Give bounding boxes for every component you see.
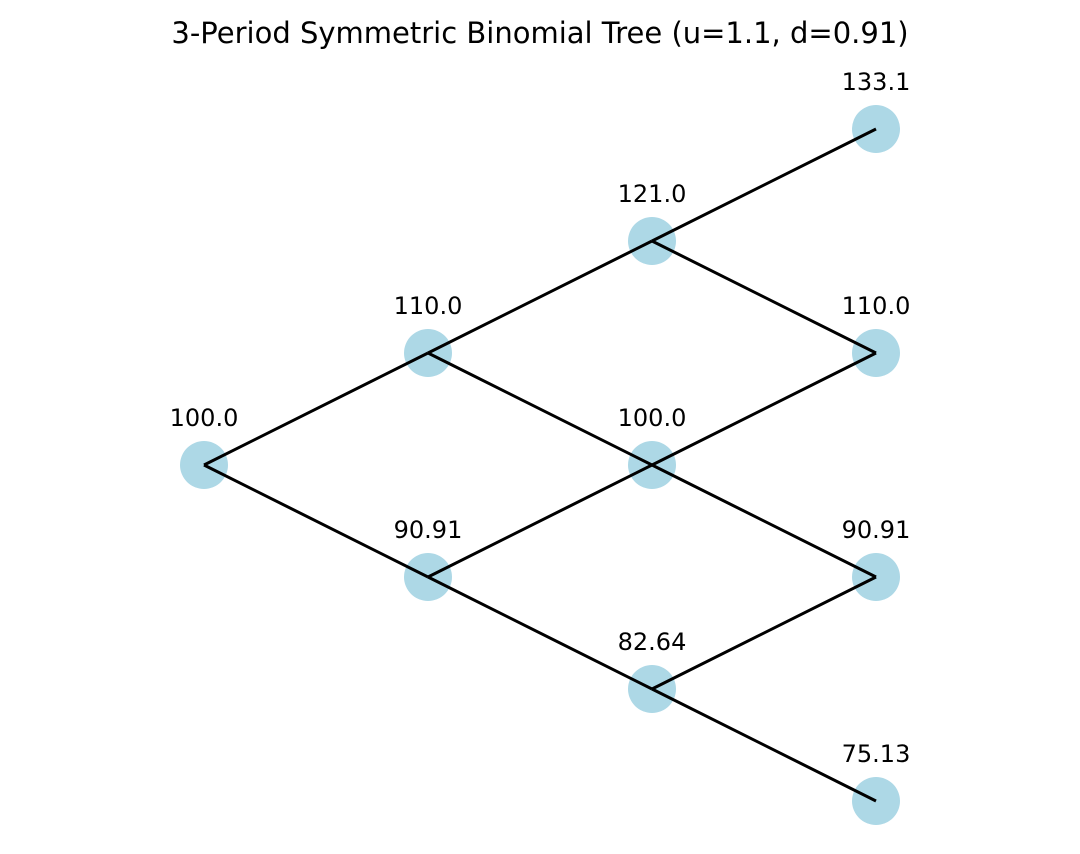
tree-edge	[427, 575, 653, 691]
tree-edge	[427, 239, 653, 355]
node-value-label: 110.0	[842, 292, 911, 320]
edges-layer	[203, 127, 877, 803]
node-value-label: 110.0	[394, 292, 463, 320]
tree-edge	[651, 239, 877, 355]
tree-edge	[651, 463, 877, 579]
labels-layer: 100.0 110.0 90.91 121.0 100.0 82.64 133.1 110.0…	[170, 68, 911, 768]
node-value-label: 121.0	[618, 180, 687, 208]
node-value-label: 100.0	[170, 404, 239, 432]
tree-edge	[651, 351, 877, 467]
node-value-label: 100.0	[618, 404, 687, 432]
tree-edge	[651, 127, 877, 243]
tree-edge	[427, 463, 653, 579]
node-value-label: 133.1	[842, 68, 911, 96]
tree-edge	[651, 575, 877, 691]
diagram-title: 3-Period Symmetric Binomial Tree (u=1.1,…	[171, 16, 908, 50]
tree-edge	[427, 351, 653, 467]
tree-edge	[203, 463, 429, 579]
node-value-label: 82.64	[618, 628, 687, 656]
nodes-layer	[180, 105, 900, 825]
tree-edge	[203, 351, 429, 467]
node-value-label: 90.91	[394, 516, 463, 544]
node-value-label: 75.13	[842, 740, 911, 768]
tree-edge	[651, 687, 877, 803]
node-value-label: 90.91	[842, 516, 911, 544]
